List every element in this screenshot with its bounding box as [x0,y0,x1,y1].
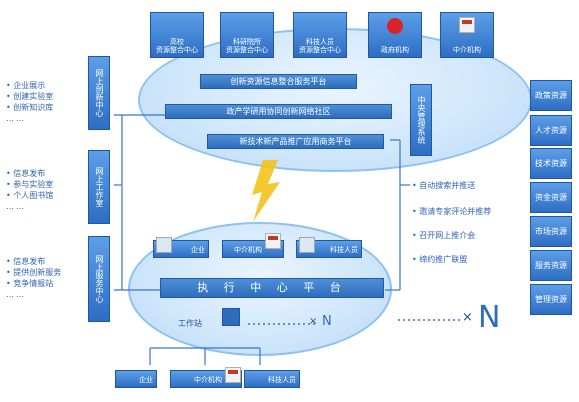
node-label: 中介机构 [234,246,262,254]
x-mark: × [462,310,473,325]
list-item: 企业展示 [6,80,53,91]
service-item: 缔约推广联盟 [412,254,467,265]
bottom-node-researcher[interactable]: 科技人员 [244,370,300,388]
ellipsis: …… [6,202,26,211]
exec-node-enterprise[interactable]: 企业 [153,237,209,258]
node-label: 企业 [191,246,205,254]
service-item: 自动搜索并推送 [412,180,475,191]
resource-management[interactable]: 管理资源 [530,284,572,315]
resource-capital[interactable]: 资金资源 [530,182,572,213]
icon-label: 中介机构 [453,46,481,54]
ellipsis: …… [6,114,26,123]
online-innovation-center[interactable]: 网上创新中心 [88,56,110,130]
node-label: 中介机构 [194,376,222,384]
n-label-large: N [478,300,501,335]
icon-label: 科研院所 资源整合中心 [226,38,268,54]
workstation-label: 工作站 [178,319,202,328]
badge-icon [459,17,475,33]
list-item: 信息发布 [6,256,61,267]
service-center-list: 信息发布 提供创新服务 竞争情报站 …… [6,256,61,300]
intermediary-agency[interactable]: 中介机构 [440,12,494,58]
university-resource-center[interactable]: 高校 资源整合中心 [150,12,204,58]
ellipsis: …… [6,290,26,299]
list-item: 参与实验室 [6,179,53,190]
list-item: 创新知识库 [6,102,53,113]
icon-label: 政府机构 [381,46,409,54]
innovation-center-list: 企业展示 创建实验室 创新知识库 …… [6,80,53,124]
researcher-resource-center[interactable]: 科技人员 资源整合中心 [293,12,347,58]
studio-list: 信息发布 参与实验室 个人图书馆 …… [6,168,53,212]
icon-label: 高校 资源整合中心 [156,38,198,54]
exec-node-intermediary[interactable]: 中介机构 [222,233,284,258]
computer-icon [222,308,240,326]
management-system[interactable]: 中央管理系统 [410,84,432,156]
online-service-center[interactable]: 网上服务中心 [88,236,110,322]
innovation-platform-bar[interactable]: 创新资源信息整合服务平台 [200,74,357,89]
badge-icon [265,233,281,249]
resource-service[interactable]: 服务资源 [530,250,572,281]
resource-policy[interactable]: 政策资源 [530,80,572,111]
node-label: 企业 [139,376,153,384]
product-platform-bar[interactable]: 新技术新产品推广应用商务平台 [207,134,384,149]
exec-node-researcher[interactable]: 科技人员 [296,237,362,258]
online-studio[interactable]: 网上工作室 [88,150,110,224]
list-item: 竞争情报站 [6,278,61,289]
node-label: 科技人员 [330,246,358,254]
n-label-small: N [322,314,332,329]
bottom-node-enterprise[interactable]: 企业 [115,370,157,388]
icon-label: 科技人员 资源整合中心 [299,38,341,54]
people-icon [299,237,315,253]
emblem-icon [387,18,403,34]
list-item: 创建实验室 [6,91,53,102]
node-label: 科技人员 [268,376,296,384]
community-platform-bar[interactable]: 政产学研用协同创新网络社区 [165,104,392,119]
x-mark: × [309,316,318,327]
bottom-node-intermediary[interactable]: 中介机构 [170,367,242,388]
badge-icon [225,367,241,383]
service-item: 邀请专家评论并推荐 [412,206,491,217]
government-agency[interactable]: 政府机构 [368,12,422,58]
list-item: 信息发布 [6,168,53,179]
resource-technology[interactable]: 技术资源 [530,148,572,179]
research-institute-resource-center[interactable]: 科研院所 资源整合中心 [220,12,274,58]
resource-market[interactable]: 市场资源 [530,216,572,247]
service-item: 召开网上推介会 [412,230,475,241]
list-item: 提供创新服务 [6,267,61,278]
list-item: 个人图书馆 [6,190,53,201]
execution-center-platform[interactable]: 执 行 中 心 平 台 [160,278,384,298]
building-icon [156,237,172,253]
resource-talent[interactable]: 人才资源 [530,115,572,146]
